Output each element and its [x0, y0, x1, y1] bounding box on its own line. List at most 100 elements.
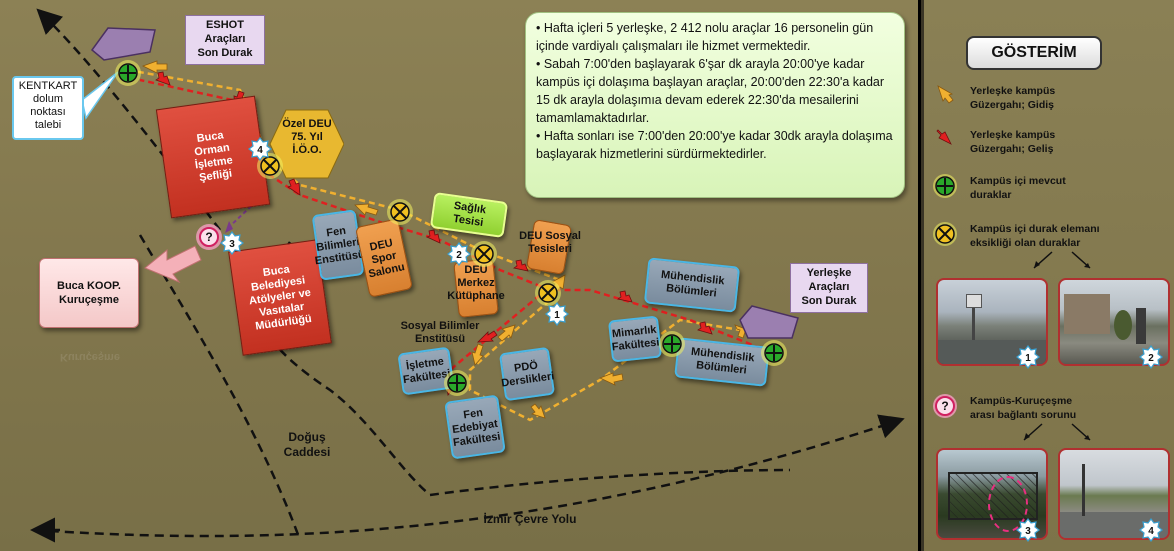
gelis-arrow [616, 290, 633, 303]
photo-building-icon [1064, 294, 1110, 334]
photo-badge-3: 3 [1025, 526, 1031, 537]
sosyal-bilimler-label: Sosyal Bilimler Enstitüsü [395, 320, 485, 346]
gelis-arrow [697, 321, 713, 335]
gelis-arrow [476, 330, 498, 343]
legend-eksik-text: eksikliği olan duraklar [970, 237, 1081, 249]
sosyal-tesis-text: Tesisleri [528, 243, 572, 255]
kentkart-text: talebi [34, 119, 62, 131]
ozel-deu-text: İ.Ö.O. [292, 144, 322, 156]
yerleske-text: Son Durak [801, 295, 857, 307]
badge-4-number: 4 [257, 145, 263, 156]
legend-icons: ? [933, 85, 1091, 441]
dogus-text: Doğuş [288, 430, 326, 444]
legend-mevcut-label: Kampüs içi mevcut duraklar [970, 174, 1170, 202]
pdo-text: Derslikleri [500, 370, 556, 390]
legend-pointer-arrow [1034, 261, 1040, 268]
link-orman-arrowhead [225, 221, 233, 233]
gelis-arrow [287, 178, 301, 196]
kentkart-text: KENTKART [18, 80, 78, 92]
buca-koop-text: Kuruçeşme [59, 294, 119, 306]
legend-green-stop-icon [933, 174, 957, 198]
legend-baglanti-text: arası bağlantı sorunu [970, 409, 1077, 421]
legend-gidis-label: Yerleşke kampüs Güzergahı; Gidiş [970, 84, 1170, 112]
legend-gelis-label: Yerleşke kampüs Güzergahı; Geliş [970, 128, 1170, 156]
legend-eksik-label: Kampüs içi durak elemanı eksikliği olan … [970, 222, 1174, 250]
legend-eksik-text: Kampüs içi durak elemanı [970, 223, 1100, 235]
building-fen-edebiyat: Fen Edebiyat Fakültesi [444, 394, 506, 460]
legend-problem-icon: ? [933, 394, 957, 418]
arrow-to-koop [144, 245, 202, 284]
road-east-segment [429, 468, 791, 497]
yerleske-label: Yerleşke Araçları Son Durak [790, 263, 868, 313]
legend-pointer-arrow [1084, 263, 1090, 268]
photo-tree-icon [1114, 310, 1132, 340]
badge-3-number: 3 [229, 239, 235, 250]
gidis-arrow [141, 60, 168, 74]
legend-pointer-arrow [1084, 435, 1090, 440]
eshot-stop-marker [90, 27, 156, 61]
gelis-arrow [425, 229, 441, 244]
gidis-arrow [354, 203, 379, 216]
sosyal-tesis-text: DEU Sosyal [519, 230, 581, 242]
ozel-deu-label: Özel DEU 75. Yıl İ.Ö.O. [278, 118, 336, 157]
legend-gelis-text: Güzergahı; Geliş [970, 143, 1054, 155]
buca-koop-box: Buca KOOP. Kuruçeşme [39, 258, 139, 328]
gidis-arrow [497, 324, 516, 342]
kentkart-callout-tail [81, 71, 119, 120]
building-buca-orman: Buca Orman İşletme Şefliği [155, 95, 271, 219]
sosyal-tesis-label: DEU Sosyal Tesisleri [505, 230, 595, 256]
yerleske-text: Araçları [808, 281, 850, 293]
road-to-north-west [36, 8, 221, 231]
gidis-arrow [598, 372, 624, 386]
buca-koop-text: Buca KOOP. [57, 280, 121, 292]
photo-badge-2: 2 [1148, 353, 1154, 364]
legend-gidis-arrow-icon [937, 85, 954, 104]
photo-billboard-icon [1136, 308, 1146, 344]
map-area: Buca Orman İşletme Şefliği Buca Belediye… [0, 0, 918, 551]
legend-gidis-text: Yerleşke kampüs [970, 85, 1056, 97]
road-left-curve [138, 234, 302, 541]
kentkart-text: noktası [30, 106, 66, 118]
eshot-text: Son Durak [197, 47, 253, 59]
cevre-yolu-label: İzmir Çevre Yolu [483, 512, 577, 526]
svg-text:?: ? [941, 399, 948, 413]
sosyal-bilimler-text: Enstitüsü [414, 333, 466, 345]
ozel-deu-text: Özel DEU [282, 118, 332, 130]
legend-baglanti-label: Kampüs-Kuruçeşme arası bağlantı sorunu [970, 394, 1174, 422]
dogus-text: Caddesi [283, 445, 331, 459]
legend-yellow-stop-icon [933, 222, 957, 246]
badge-2-number: 2 [456, 250, 462, 261]
kentkart-text: dolum [33, 93, 63, 105]
legend-baglanti-text: Kampüs-Kuruçeşme [970, 395, 1073, 407]
buca-koop-reflection: Kuruçeşme [50, 350, 130, 363]
legend-gelis-arrow-icon [936, 129, 952, 145]
gidis-arrow [471, 343, 484, 366]
buca-koop-reflection-text: Kuruçeşme [60, 351, 120, 363]
eshot-text: ESHOT [206, 19, 244, 31]
badge-1-number: 1 [554, 310, 560, 321]
gidis-arrow [530, 403, 546, 419]
building-fen-bilimleri: Fen Bilimleri Enstitüsü [311, 209, 365, 281]
building-mimarlik: Mimarlık Fakültesi [607, 315, 663, 363]
gelis-arrow [155, 71, 171, 86]
photo-problem-3 [936, 448, 1048, 540]
legend-pointer-arrow [1024, 433, 1030, 440]
info-line: • Hafta sonları ise 7:00'den 20:00'ye ka… [536, 129, 893, 161]
photo-sign-icon [966, 294, 982, 308]
building-muhendislik-top: Mühendislik Bölümleri [643, 257, 741, 313]
building-pdo: PDÖ Derslikleri [498, 346, 556, 402]
legend-mevcut-text: Kampüs içi mevcut [970, 175, 1066, 187]
building-isletme: İşletme Fakültesi [397, 346, 455, 396]
legend-gidis-text: Güzergahı; Gidiş [970, 99, 1055, 111]
legend-mevcut-text: duraklar [970, 189, 1012, 201]
photo-badge-4: 4 [1148, 526, 1154, 537]
legend-title: GÖSTERİM [966, 36, 1102, 70]
eshot-text: Araçları [204, 33, 246, 45]
photo-problem-ring-icon [988, 476, 1028, 532]
road-izmir-cevre-yolu [34, 414, 905, 538]
info-panel: • Hafta içleri 5 yerleşke, 2 412 nolu ar… [525, 12, 905, 198]
photo-badge-1: 1 [1025, 353, 1031, 364]
legend-gelis-text: Yerleşke kampüs [970, 129, 1056, 141]
info-line: • Hafta içleri 5 yerleşke, 2 412 nolu ar… [536, 21, 874, 53]
